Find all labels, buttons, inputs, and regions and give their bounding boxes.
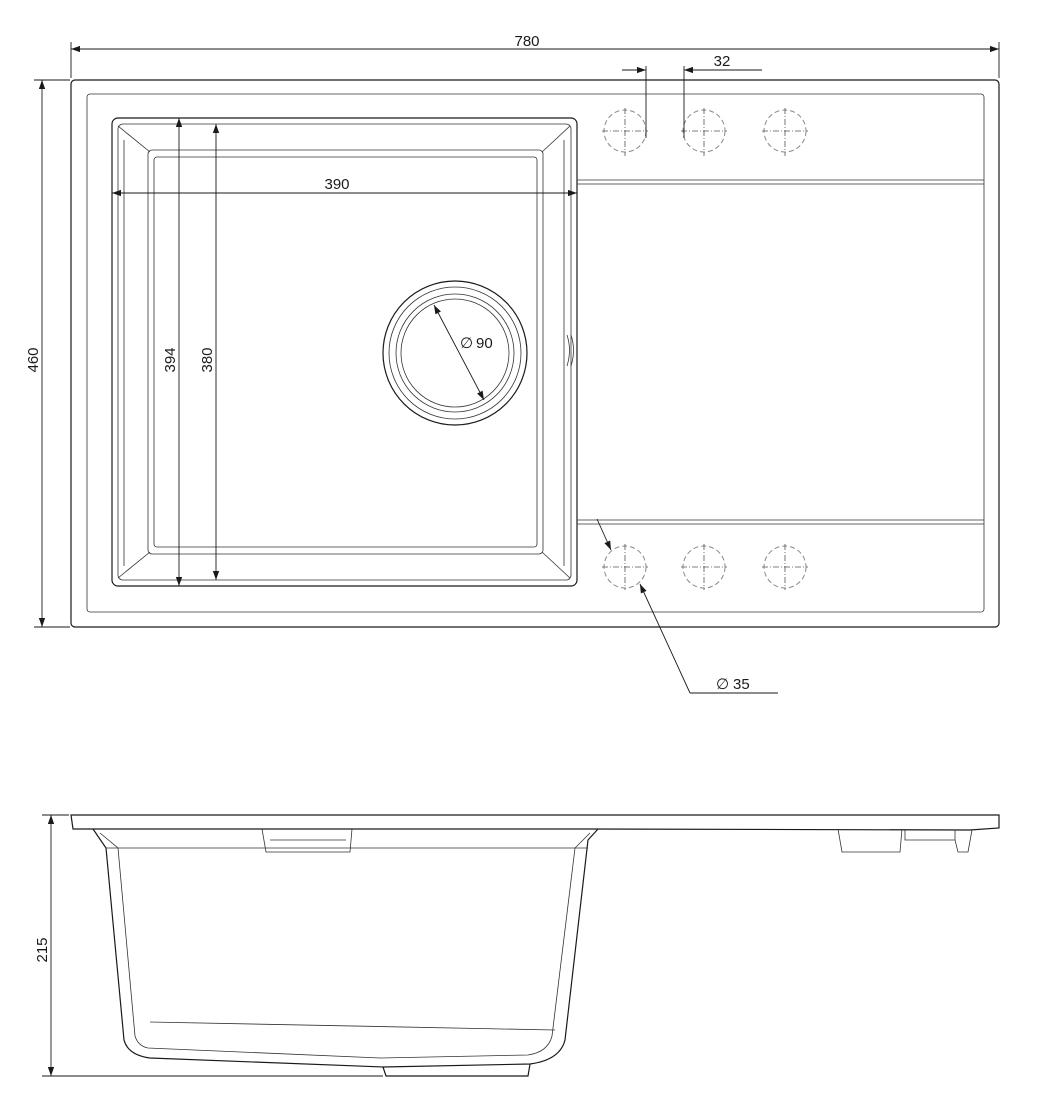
bowl-plan xyxy=(111,117,578,587)
dimension-drain-diameter: ∅ 90 xyxy=(433,304,493,401)
tap-hole-top-3 xyxy=(762,108,808,156)
tap-hole-bottom-1 xyxy=(602,544,648,590)
dimension-tap-hole-diameter: ∅ 35 xyxy=(596,518,778,694)
overall-depth-label: 460 xyxy=(25,347,42,372)
dimension-sink-height: 215 xyxy=(34,814,383,1077)
drain-diameter-label: 90 xyxy=(476,335,493,352)
overall-width-label: 780 xyxy=(514,33,539,50)
side-drainboard-detail xyxy=(837,828,973,853)
dimension-bowl-outer-length: 394 xyxy=(162,118,183,586)
side-top-slab xyxy=(70,814,1000,831)
bowl-inner-edge xyxy=(117,123,572,581)
dimension-bowl-inner-length: 380 xyxy=(199,124,220,580)
dimension-overall-depth: 460 xyxy=(25,79,70,628)
bowl-floor-edge xyxy=(147,149,544,555)
side-view: 215 xyxy=(34,814,1000,1077)
drain-plan xyxy=(382,280,528,426)
sink-height-label: 215 xyxy=(34,937,51,962)
drainboard xyxy=(577,179,984,525)
overflow-slot xyxy=(566,334,574,367)
bowl-outer-length-label: 394 xyxy=(162,347,179,372)
side-overflow-bracket xyxy=(261,828,353,853)
tap-hole-diameter-label: 35 xyxy=(733,676,750,693)
bowl-inner-length-label: 380 xyxy=(199,347,216,372)
plan-view: 780 32 390 460 394 3 xyxy=(25,33,1000,694)
dimension-overall-width: 780 xyxy=(70,33,1000,78)
tap-holes xyxy=(602,108,808,590)
tap-hole-bottom-3 xyxy=(762,544,808,590)
sink-rim-outline xyxy=(86,93,985,613)
drain-diameter-symbol: ∅ xyxy=(460,335,473,352)
tap-spacing-label: 32 xyxy=(714,53,731,70)
sink-outer-outline xyxy=(70,79,1000,628)
tap-hole-top-2 xyxy=(681,108,727,156)
bowl-outer-edge xyxy=(111,117,578,587)
dimension-bowl-width: 390 xyxy=(112,176,577,197)
tap-hole-top-1 xyxy=(602,108,648,156)
bowl-width-label: 390 xyxy=(324,176,349,193)
side-bowl-body xyxy=(92,828,599,1068)
bowl-floor-inner xyxy=(153,156,538,548)
side-drain-outlet xyxy=(382,1063,531,1077)
tap-hole-diameter-symbol: ∅ xyxy=(716,676,729,693)
dimension-tap-spacing: 32 xyxy=(622,53,762,138)
tap-hole-bottom-2 xyxy=(681,544,727,590)
